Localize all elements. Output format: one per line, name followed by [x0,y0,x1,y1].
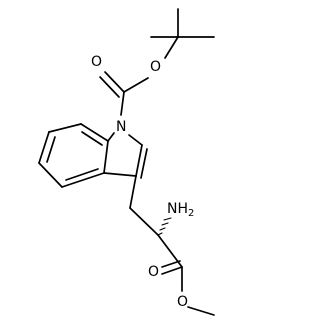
bond-c2-c3-b [140,148,148,179]
bond-ester-c-o-double-a [161,266,183,275]
atom-label-boc-carbonyl-o: O [91,54,102,70]
atom-label-ester-carbonyl-o: O [148,264,159,280]
bond-c6-c5-inner [46,136,56,163]
bond-ch2-alpha [129,207,159,236]
bond-methoxy-o-ch3 [187,306,215,316]
bond-boc-o-carbonyl-c [123,77,149,93]
atom-label-ester-methoxy-o: O [177,294,188,310]
bond-tbu-ester-o [164,36,179,59]
bond-c3-c3a [103,172,137,177]
bond-c6-c5 [38,131,50,164]
atom-label-boc-ester-o: O [150,59,161,75]
bond-c4-c3a-inner [65,168,99,181]
bond-c5-c4 [38,162,63,188]
bond-c3-ch2 [129,175,137,209]
bond-boc-c-indole-n [120,91,125,116]
bond-ester-c-o-double-b [161,260,181,268]
molecule-structure: N O O NH2 O O [38,8,215,316]
atom-label-amine: NH2 [167,201,194,219]
bond-c3a-c7a [103,140,109,174]
bond-c7a-c7-inner [81,131,103,146]
bond-boc-c-o-double-b [99,76,120,98]
amine-subscript: 2 [188,208,194,219]
atom-label-indole-n: N [116,119,126,135]
bond-c4-c3a [61,172,105,188]
amine-symbol: NH [167,201,188,217]
bond-c2-c3-a [135,144,143,177]
bond-c7a-c7 [80,123,109,142]
bond-c7a-n1 [107,132,115,142]
bond-n1-c2 [128,134,143,146]
stereo-hashed-bond [157,217,172,236]
bond-boc-c-o-double-a [104,71,125,93]
structure-canvas: N O O NH2 O O [38,8,215,316]
bond-c7-c6 [48,123,82,133]
